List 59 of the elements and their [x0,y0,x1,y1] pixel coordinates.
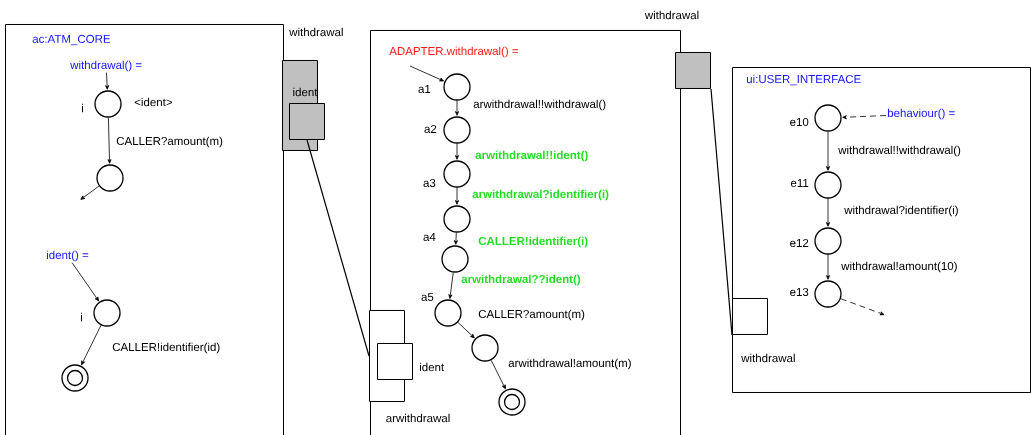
arrow [490,359,506,390]
arrow [107,117,112,164]
edge-label: withdrawal?identifier(i) [843,204,960,218]
arrow [840,298,885,316]
port-label: withdrawal [644,10,699,20]
component-title: ac:ATM_CORE [32,34,111,46]
edge-label: arwithdrawal!amount(m) [507,357,633,371]
state-label: a1 [418,85,431,93]
arrow [455,143,459,160]
final-state [61,364,89,392]
arrow [71,262,100,302]
edge-label: CALLER!identifier(id) [111,341,222,355]
arrow [409,65,444,82]
state-circle [471,334,499,362]
state-circle [96,164,124,192]
arrow [826,198,830,227]
arrow [80,185,100,200]
arrow [453,232,458,245]
edge-label: CALLER?amount(m) [115,135,224,149]
arrow [826,254,830,280]
port-label: withdrawal [741,353,795,363]
arrow [842,115,887,120]
edge-label: arwithdrawal!!ident() [474,149,590,163]
state-label: <ident> [134,97,172,107]
state-label: e13 [790,287,809,297]
edge-label: arwithdrawal?identifier(i) [471,188,610,202]
edge-label: withdrawal!!withdrawal() [837,144,962,158]
port-label: ident [420,362,445,372]
port-label: withdrawal [289,27,343,37]
arrow [81,324,102,366]
final-state [498,388,526,416]
arrow [455,187,459,205]
state-label: e12 [790,238,809,248]
arrow [105,72,110,90]
state-label: e11 [790,179,809,187]
edge-label: CALLER?amount(m) [477,308,586,322]
port-label: ident [293,87,318,97]
state-label: a4 [423,233,436,241]
edge-label: withdrawal!amount(10) [840,260,959,274]
state-label: e10 [790,117,809,127]
arrow [457,321,475,339]
edge-label: arwithdrawal!!withdrawal() [472,98,608,112]
component-title: ui:USER_INTERFACE [746,74,861,86]
process-heading: behaviour() = [887,108,955,120]
process-heading: withdrawal() = [70,60,142,72]
state-label: i [82,103,84,113]
process-heading: ident() = [47,250,89,262]
arrow [448,272,454,299]
state-label: a5 [421,293,434,301]
arrow [826,131,830,171]
edge-label: CALLER!identifier(i) [477,235,590,249]
port-label: arwithdrawal [386,413,450,423]
state-label: a3 [423,178,436,188]
component-title: ADAPTER.withdrawal() = [389,46,518,58]
edge-label: arwithdrawal??ident() [460,273,582,287]
arrow [455,100,459,116]
state-label: a2 [424,124,437,134]
state-circle [443,205,471,233]
state-label: i [81,312,83,322]
